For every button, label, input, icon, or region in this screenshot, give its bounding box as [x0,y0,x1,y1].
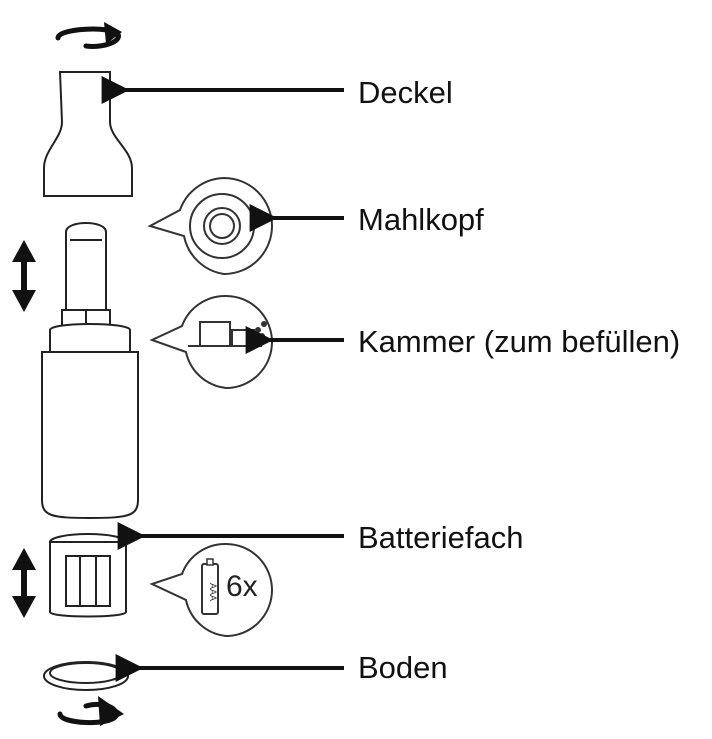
chamber-body-part [41,323,139,520]
battery-compartment-part [49,533,127,618]
label-deckel: Deckel [358,75,453,110]
pointer-arrows [101,76,344,682]
label-kammer: Kammer (zum befüllen) [358,324,681,359]
label-boden: Boden [358,650,448,685]
rotate-arrow-top-icon [55,22,122,49]
battery-count-label: 6x [226,570,258,603]
label-mahlkopf: Mahlkopf [358,202,484,237]
lid-part [43,71,133,197]
grinder-shaft-part [61,222,111,327]
move-up-down-arrow-lower-icon [12,548,36,618]
grinder-head-callout [147,176,273,276]
battery-callout: AAA 6x [149,542,273,638]
label-batteriefach: Batteriefach [358,520,524,555]
move-up-down-arrow-upper-icon [12,240,36,312]
rotate-arrow-bottom-icon [57,696,124,726]
chamber-callout [149,294,273,390]
base-disc-part [43,661,129,691]
battery-type-label: AAA [208,583,218,601]
